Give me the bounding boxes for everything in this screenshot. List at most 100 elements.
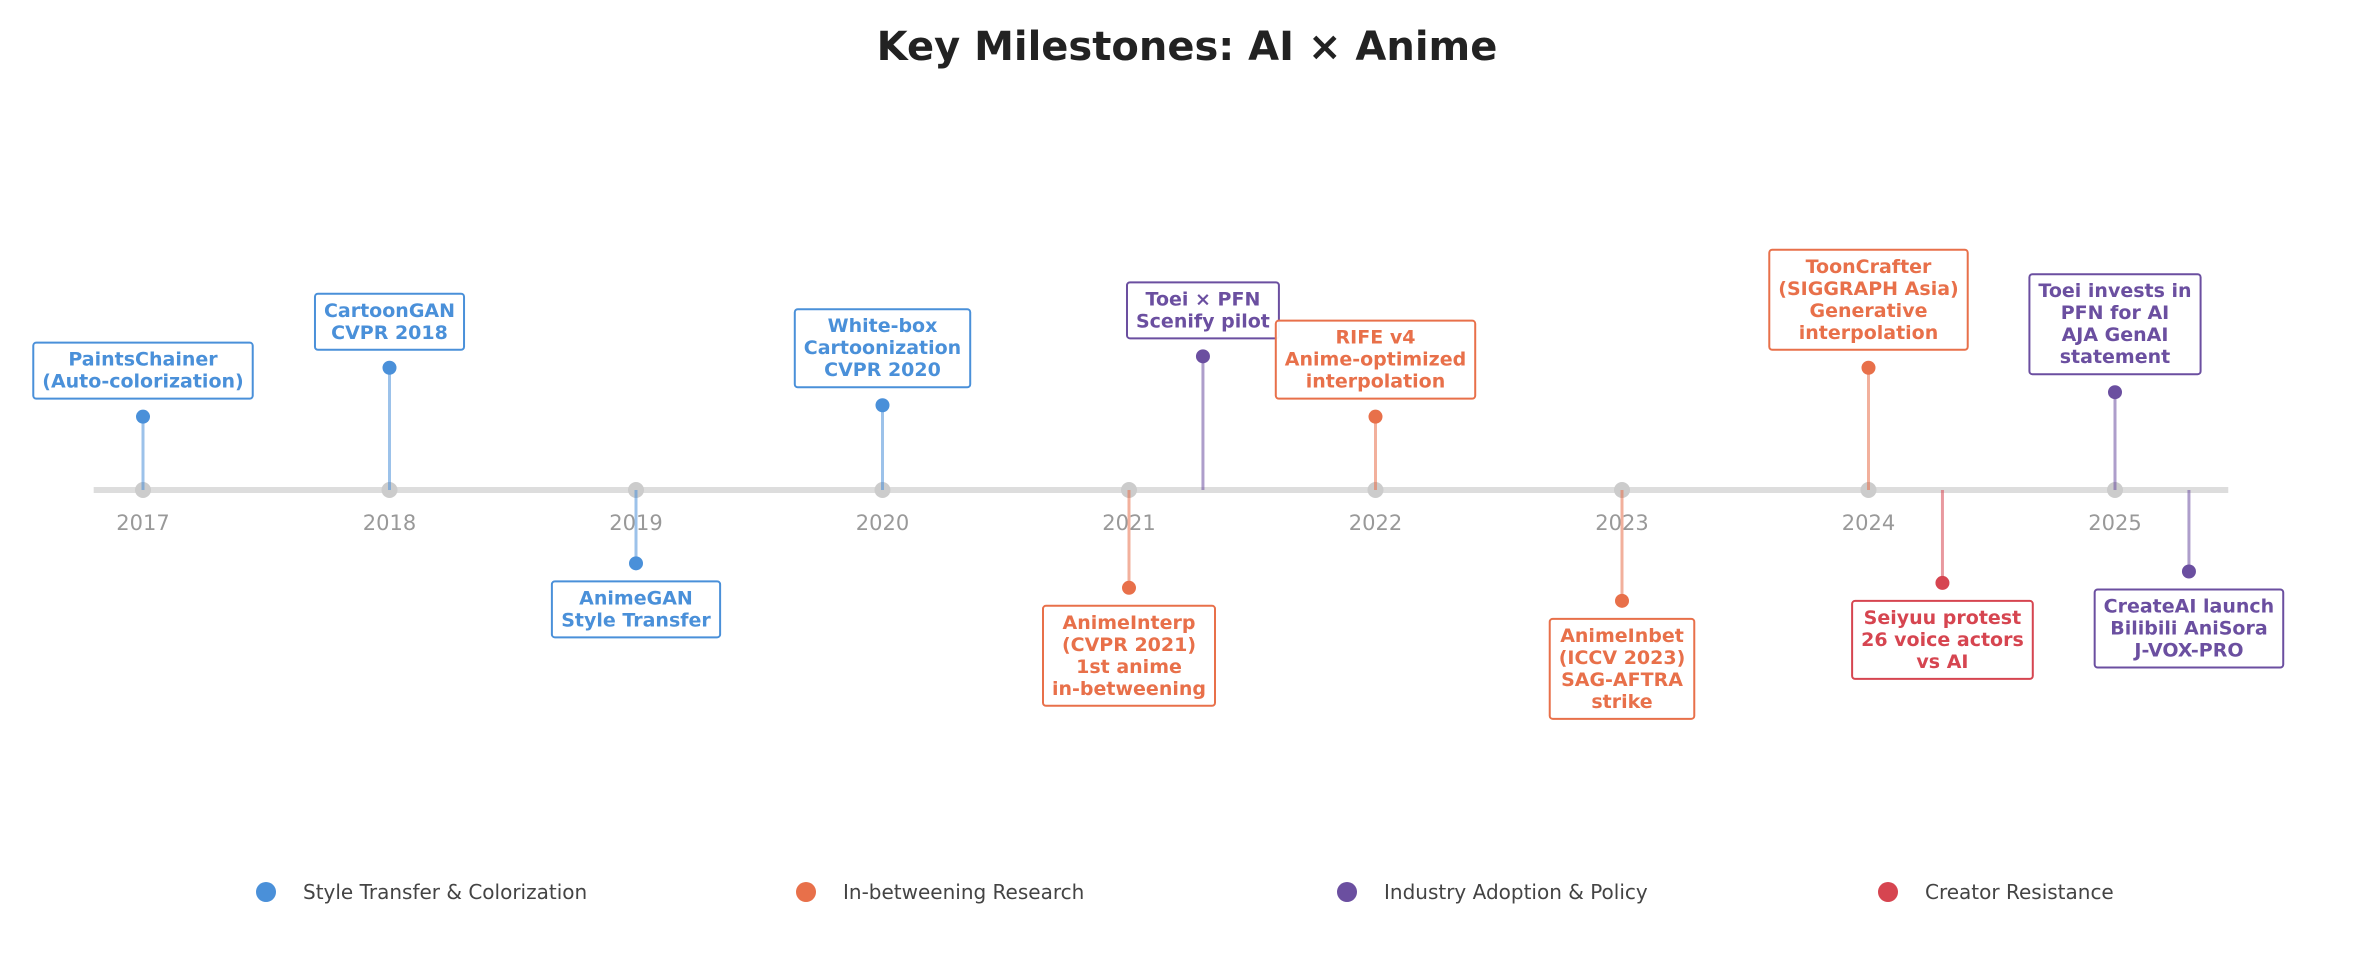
milestone-label-box	[1274, 319, 1477, 400]
milestone-label: PaintsChainer(Auto-colorization)	[42, 349, 243, 393]
milestone-label-line: CreateAI launch	[2104, 596, 2275, 618]
milestone-label-line: ToonCrafter	[1806, 256, 1932, 278]
milestone-label-line: AJA GenAI	[2062, 324, 2169, 346]
milestone-label-line: strike	[1591, 691, 1652, 713]
milestone-label-line: (CVPR 2021)	[1062, 634, 1196, 656]
legend-item: Style Transfer & Colorization	[256, 880, 587, 904]
milestone-label-line: interpolation	[1306, 371, 1446, 393]
legend-item: Creator Resistance	[1878, 880, 2114, 904]
milestone-label-line: 26 voice actors	[1861, 629, 2024, 651]
legend-label: In-betweening Research	[843, 880, 1084, 904]
milestone-label-line: AnimeInbet	[1560, 625, 1684, 647]
legend-label: Industry Adoption & Policy	[1384, 880, 1648, 904]
milestone-label-line: 1st anime	[1076, 656, 1182, 678]
legend-item: Industry Adoption & Policy	[1337, 880, 1648, 904]
year-tick-label: 2017	[116, 511, 169, 535]
milestone-label-box	[1548, 617, 1696, 720]
legend-marker	[1337, 882, 1357, 902]
milestone-label-line: RIFE v4	[1336, 327, 1416, 349]
year-tick-label: 2020	[856, 511, 909, 535]
milestone-label-box	[2093, 588, 2285, 669]
milestone-label-line: Toei × PFN	[1146, 288, 1261, 310]
milestone-label-line: AnimeGAN	[579, 587, 693, 609]
year-tick-label: 2018	[363, 511, 416, 535]
milestone-label-box	[32, 341, 254, 400]
timeline-axis-group: 201720182019202020212022202320242025	[93, 482, 2229, 535]
milestone-dot	[382, 360, 397, 375]
legend-label: Creator Resistance	[1925, 880, 2114, 904]
milestone-label-box	[1768, 248, 1969, 351]
milestone-label-line: SAG-AFTRA	[1561, 669, 1683, 691]
legend-item: In-betweening Research	[796, 880, 1084, 904]
milestone-label-line: PFN for AI	[2061, 302, 2170, 324]
milestone-label-line: (ICCV 2023)	[1559, 647, 1686, 669]
milestone-dot	[875, 398, 890, 413]
milestone-dot	[1368, 409, 1383, 424]
milestone-label-line: Cartoonization	[804, 337, 961, 359]
milestone-dot	[2181, 564, 2196, 579]
year-tick-label: 2022	[1349, 511, 1402, 535]
milestone-label-line: White-box	[828, 315, 938, 337]
milestone-label-line: PaintsChainer	[68, 349, 218, 371]
chart-title: Key Milestones: AI × Anime	[877, 24, 1498, 70]
milestone-dot	[1195, 349, 1210, 364]
milestone-label-line: J-VOX-PRO	[2132, 640, 2243, 662]
milestone-label-line: statement	[2060, 346, 2170, 368]
milestone-label-line: Style Transfer	[561, 609, 711, 631]
legend-marker	[796, 882, 816, 902]
milestone-label-box	[313, 292, 466, 351]
legend: Style Transfer & Colorization In-betweeni…	[256, 880, 2114, 904]
milestone-label-box	[1125, 281, 1280, 340]
milestone-label-box	[2028, 273, 2202, 376]
year-tick-label: 2025	[2088, 511, 2141, 535]
milestone-dot	[629, 556, 643, 571]
milestone-label-box	[1042, 604, 1216, 707]
milestone-label-line: CartoonGAN	[324, 300, 455, 322]
legend-marker	[1878, 882, 1898, 902]
events-group: PaintsChainer(Auto-colorization) CartoonG…	[32, 248, 2285, 720]
milestone-label-box	[793, 308, 972, 389]
milestone-label-line: AnimeInterp	[1063, 612, 1196, 634]
milestone-label-box	[550, 580, 722, 639]
milestone-label-line: Bilibili AniSora	[2110, 618, 2267, 640]
milestone-label-line: Toei invests in	[2038, 280, 2191, 302]
legend-label: Style Transfer & Colorization	[303, 880, 587, 904]
legend-marker	[256, 882, 276, 902]
milestone-label-line: CVPR 2020	[824, 359, 941, 381]
milestone-dot	[136, 409, 150, 424]
milestone-dot	[1615, 593, 1629, 608]
milestone-label-line: CVPR 2018	[331, 322, 448, 344]
milestone: PaintsChainer(Auto-colorization)	[32, 341, 254, 490]
milestone-label-line: Scenify pilot	[1136, 310, 1270, 332]
milestone-label-line: Seiyuu protest	[1864, 607, 2022, 629]
milestone-dot	[1935, 575, 1950, 590]
milestone-label-line: Generative	[1810, 300, 1928, 322]
year-tick-label: 2024	[1842, 511, 1895, 535]
milestone-label-line: vs AI	[1916, 651, 1968, 673]
milestone-label-line: interpolation	[1799, 322, 1939, 344]
milestone-dot	[1861, 360, 1876, 375]
